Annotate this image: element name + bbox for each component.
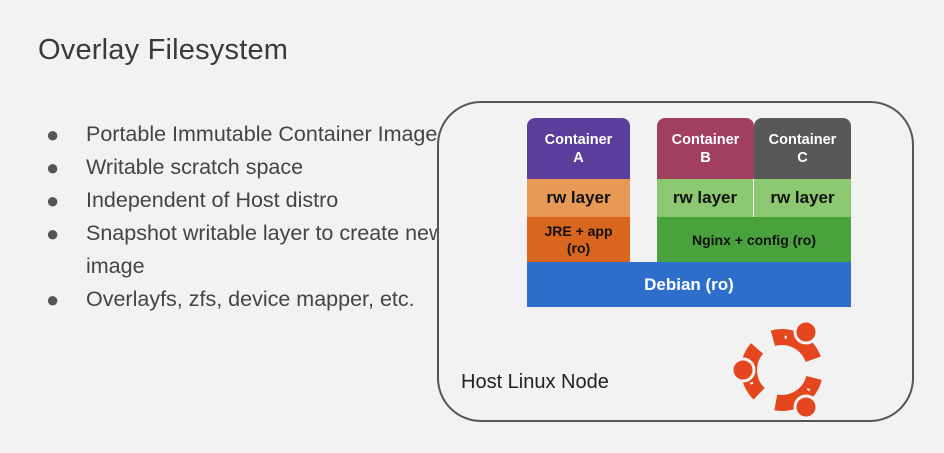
jre-app-layer: JRE + app(ro) [527,217,630,262]
bullet-dot-icon: ● [46,221,60,246]
slide-title: Overlay Filesystem [38,34,289,66]
bullet-dot-icon: ● [46,287,60,312]
debian-base-layer: Debian (ro) [527,262,851,307]
bullet-dot-icon: ● [46,188,60,213]
nginx-config-layer: Nginx + config (ro) [657,217,851,262]
bullet-dot-icon: ● [46,122,60,147]
rw-layer-a: rw layer [527,179,630,217]
host-node-label: Host Linux Node [461,371,609,393]
rw-layer-c: rw layer [754,179,851,217]
rw-layer-b: rw layer [657,179,754,217]
bullet-item: ●Snapshot writable layer to create new i… [46,217,446,283]
bullet-dot-icon: ● [46,155,60,180]
bullet-item: ●Overlayfs, zfs, device mapper, etc. [46,283,446,316]
bullet-list: ●Portable Immutable Container Image ●Wri… [46,118,446,316]
bullet-item: ●Portable Immutable Container Image [46,118,446,151]
bullet-item: ●Independent of Host distro [46,184,446,217]
bullet-item: ●Writable scratch space [46,151,446,184]
ubuntu-logo-icon [730,319,823,418]
